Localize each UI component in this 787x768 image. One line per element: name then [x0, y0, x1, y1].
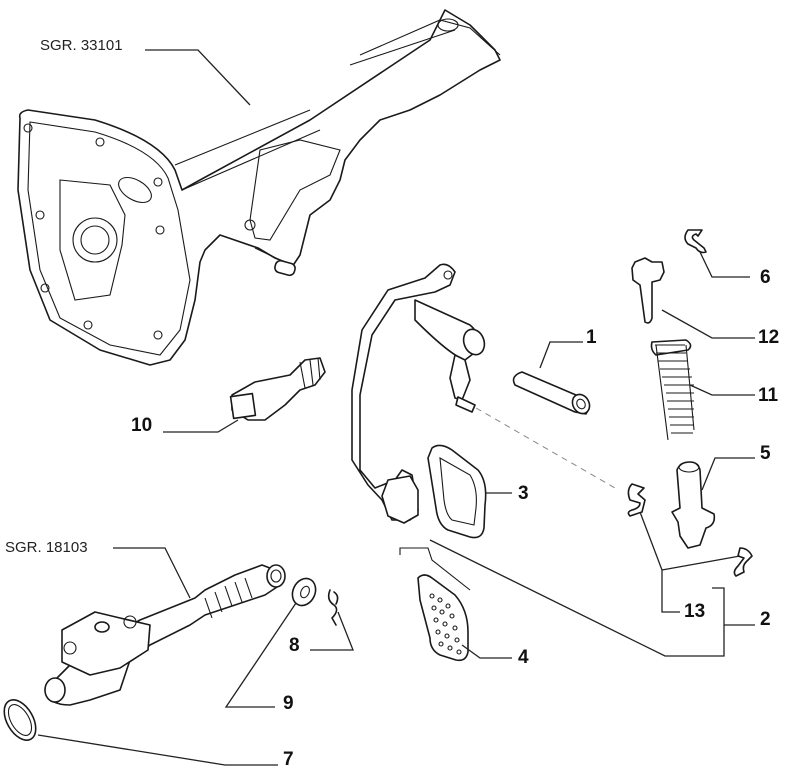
ref-label-master-cylinder: SGR. 18103	[5, 539, 88, 556]
leader-13	[639, 511, 741, 613]
callout-3: 3	[518, 483, 529, 504]
leader-8	[310, 611, 354, 651]
part-3-pedal-pad-frame	[427, 444, 487, 539]
pedal-bracket-frame	[17, 9, 501, 366]
callout-8: 8	[289, 635, 300, 656]
callout-11: 11	[758, 385, 779, 406]
callout-10: 10	[131, 415, 153, 436]
callout-6: 6	[760, 267, 771, 288]
leader-7	[37, 734, 278, 766]
leader-10	[163, 419, 239, 433]
part-13-clip-upper	[627, 483, 646, 517]
part-1-bushing	[512, 371, 591, 415]
leader-4	[461, 644, 512, 659]
callout-5: 5	[760, 443, 771, 464]
part-9-washer	[291, 577, 317, 607]
callout-13: 13	[684, 601, 706, 622]
leader-5	[701, 457, 755, 491]
leader-11	[689, 384, 755, 396]
part-10-pedal-switch	[229, 357, 326, 421]
callout-2: 2	[760, 609, 771, 630]
callout-1: 1	[586, 327, 597, 348]
part-4-pedal-pad-cover	[399, 547, 471, 662]
part-5-pivot-pin	[671, 461, 716, 549]
leader-lines	[37, 49, 755, 766]
clutch-master-cylinder	[44, 564, 286, 706]
part-13-clip-lower	[733, 547, 753, 577]
leader-12	[661, 309, 755, 339]
assembly-guide-line	[475, 407, 616, 489]
callout-7: 7	[283, 749, 294, 768]
leader-ref-frame	[145, 49, 251, 106]
part-7-seal-ring	[3, 699, 37, 741]
leader-6	[699, 251, 750, 278]
part-12-pin	[631, 257, 665, 324]
callout-4: 4	[518, 647, 529, 668]
leader-9	[224, 602, 297, 708]
leader-ref-master-cylinder	[113, 547, 191, 599]
leader-2	[429, 539, 755, 657]
part-11-spring	[650, 339, 695, 441]
callout-12: 12	[758, 327, 780, 348]
part-6-clip	[684, 229, 707, 254]
ref-label-frame: SGR. 33101	[40, 37, 123, 54]
clutch-pedal	[351, 263, 486, 524]
part-8-split-pin	[327, 589, 339, 626]
pad-dimples	[429, 593, 462, 655]
leader-1	[539, 341, 583, 369]
callout-9: 9	[283, 693, 294, 714]
